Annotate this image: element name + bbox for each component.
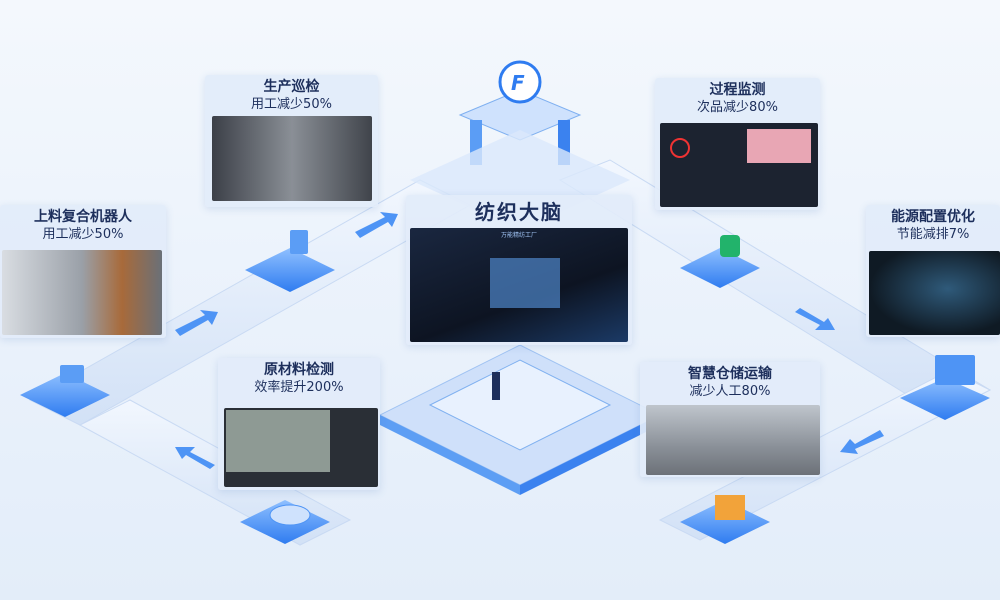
card-subtitle: 效率提升200% [254, 380, 344, 395]
card-smart-warehouse: 智慧仓储运输 减少人工80% [640, 362, 820, 477]
robot-photo [2, 250, 162, 335]
laptop-icon [935, 355, 975, 385]
monitor-icon [60, 365, 84, 383]
flow-arrows [175, 212, 884, 469]
factory-photo [212, 116, 372, 201]
card-title: 上料复合机器人 [34, 209, 132, 225]
center-card-textile-brain: 纺织大脑 万能精纺工厂 [406, 195, 632, 345]
dashboard-title: 万能精纺工厂 [500, 232, 537, 239]
arrow-icon [795, 308, 835, 330]
monitoring-screenshot [660, 123, 818, 207]
dashboard-screenshot: 万能精纺工厂 [410, 228, 628, 342]
warehouse-node-icon [680, 500, 770, 544]
card-energy-optimization: 能源配置优化 节能减排7% [866, 205, 1000, 337]
microscope-screenshot [224, 408, 378, 487]
document-node-icon [245, 248, 335, 292]
shield-node-icon [680, 248, 760, 288]
screen-node-icon [20, 373, 110, 417]
arrow-icon [840, 430, 884, 454]
card-subtitle: 用工减少50% [251, 97, 332, 112]
svg-text:F: F [511, 71, 525, 95]
card-subtitle: 次品减少80% [697, 100, 778, 115]
center-platform [378, 344, 662, 495]
arrow-icon [175, 447, 215, 469]
box-icon [715, 495, 745, 520]
card-process-monitoring: 过程监测 次品减少80% [655, 78, 820, 210]
card-title: 生产巡检 [263, 79, 320, 95]
card-subtitle: 用工减少50% [42, 227, 124, 242]
flow-path [28, 159, 992, 546]
card-subtitle: 减少人工80% [689, 384, 771, 399]
document-icon [290, 230, 308, 254]
center-title: 纺织大脑 [475, 200, 563, 224]
shield-check-icon [720, 235, 740, 257]
card-raw-material-inspection: 原材料检测 效率提升200% [218, 358, 380, 490]
card-production-inspection: 生产巡检 用工减少50% [205, 75, 378, 207]
logo-pin-icon [498, 60, 542, 104]
card-subtitle: 节能减排7% [896, 227, 970, 242]
warehouse-photo [646, 405, 820, 475]
scanner-icon [269, 504, 311, 526]
laptop-node-icon [900, 378, 990, 420]
card-title: 智慧仓储运输 [688, 366, 772, 382]
arrow-icon [175, 310, 218, 336]
card-loading-robot: 上料复合机器人 用工减少50% [0, 205, 166, 338]
card-title: 能源配置优化 [891, 209, 975, 225]
arrow-icon [355, 212, 398, 238]
person-figure-icon [492, 372, 500, 400]
card-title: 原材料检测 [264, 362, 334, 378]
energy-map-screenshot [869, 251, 1000, 335]
card-title: 过程监测 [709, 82, 766, 98]
